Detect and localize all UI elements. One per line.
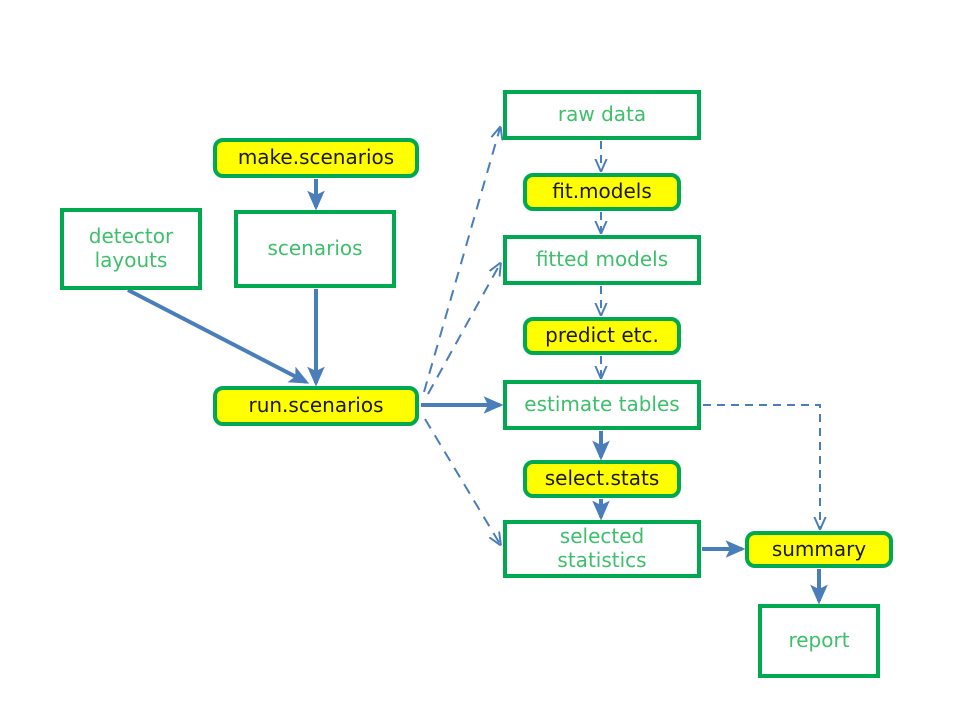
node-summary[interactable]: summary bbox=[745, 531, 893, 568]
node-fitted-models[interactable]: fitted models bbox=[503, 235, 701, 285]
edge-run-scenarios-to-raw-data bbox=[423, 128, 500, 393]
node-scenarios[interactable]: scenarios bbox=[234, 210, 396, 288]
node-predict-etc[interactable]: predict etc. bbox=[523, 317, 681, 355]
node-estimate-tables[interactable]: estimate tables bbox=[503, 380, 701, 430]
node-label-make-scenarios: make.scenarios bbox=[237, 145, 395, 170]
edge-estimate-tables-to-summary bbox=[703, 404, 820, 528]
node-label-detector-layouts: detector layouts bbox=[88, 224, 174, 272]
node-raw-data[interactable]: raw data bbox=[503, 90, 701, 140]
node-label-raw-data: raw data bbox=[557, 102, 647, 127]
node-label-predict-etc: predict etc. bbox=[545, 323, 659, 348]
node-selected-statistics[interactable]: selected statistics bbox=[503, 520, 701, 578]
node-label-fitted-models: fitted models bbox=[535, 247, 669, 272]
edge-run-scenarios-to-fitted-models bbox=[427, 264, 500, 395]
node-label-summary: summary bbox=[771, 536, 867, 561]
node-make-scenarios[interactable]: make.scenarios bbox=[213, 138, 419, 178]
edge-run-scenarios-to-selected-statistics bbox=[424, 418, 500, 544]
node-fit-models[interactable]: fit.models bbox=[523, 173, 681, 211]
node-detector-layouts[interactable]: detector layouts bbox=[60, 208, 202, 290]
node-select-stats[interactable]: select.stats bbox=[523, 460, 681, 498]
node-label-scenarios: scenarios bbox=[267, 236, 363, 261]
node-label-report: report bbox=[788, 628, 850, 653]
node-label-fit-models: fit.models bbox=[552, 179, 652, 204]
node-report[interactable]: report bbox=[758, 604, 880, 678]
node-label-select-stats: select.stats bbox=[544, 466, 660, 491]
edge-detector-layouts-to-run-scenarios bbox=[127, 288, 310, 384]
node-label-estimate-tables: estimate tables bbox=[524, 392, 680, 417]
node-run-scenarios[interactable]: run.scenarios bbox=[213, 386, 419, 426]
node-label-selected-statistics: selected statistics bbox=[557, 524, 647, 572]
node-label-run-scenarios: run.scenarios bbox=[248, 393, 384, 418]
